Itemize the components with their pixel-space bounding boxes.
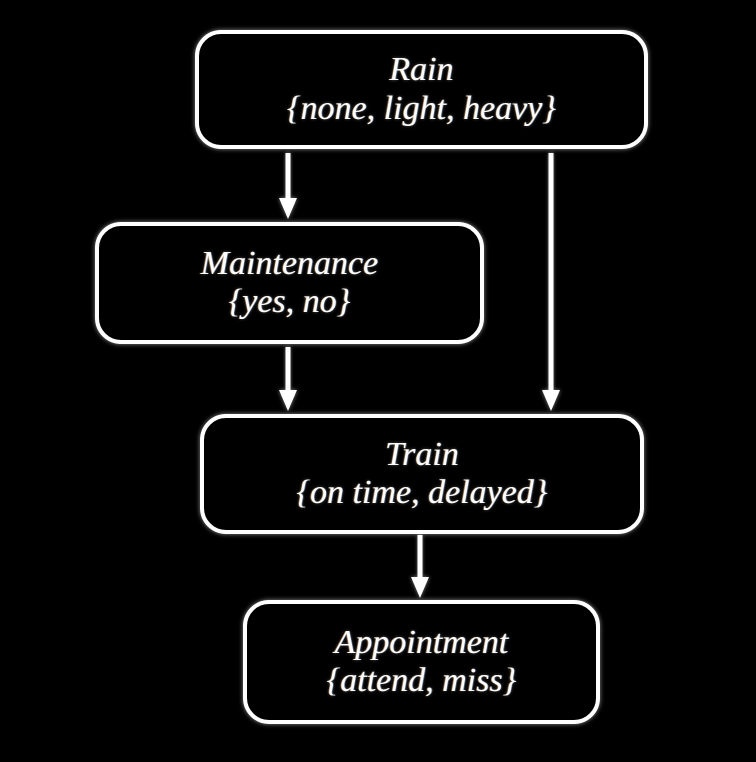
arrowhead-icon	[542, 390, 560, 411]
node-train-label: Train	[385, 435, 459, 473]
edge-train-to-appointment	[402, 535, 438, 598]
arrowhead-icon	[279, 198, 297, 219]
edge-rain-to-maintenance	[270, 153, 306, 219]
arrowhead-icon	[279, 390, 297, 411]
edge-rain-to-train	[533, 153, 569, 411]
node-rain-label: Rain	[389, 51, 454, 89]
arrowhead-icon	[411, 577, 429, 598]
node-rain-states: {none, light, heavy}	[287, 89, 556, 127]
edge-shaft	[548, 153, 554, 390]
node-train[interactable]: Train {on time, delayed}	[200, 414, 644, 534]
node-maintenance[interactable]: Maintenance {yes, no}	[95, 222, 484, 344]
node-train-states: {on time, delayed}	[296, 474, 548, 511]
edge-shaft	[417, 535, 423, 577]
edge-shaft	[285, 153, 291, 198]
node-appointment-states: {attend, miss}	[326, 662, 517, 699]
node-maintenance-states: {yes, no}	[228, 283, 351, 320]
edge-maintenance-to-train	[270, 347, 306, 411]
node-maintenance-label: Maintenance	[200, 244, 379, 282]
node-appointment-label: Appointment	[334, 623, 509, 661]
edge-shaft	[285, 347, 291, 390]
node-appointment[interactable]: Appointment {attend, miss}	[243, 600, 600, 724]
node-rain[interactable]: Rain {none, light, heavy}	[195, 30, 648, 149]
